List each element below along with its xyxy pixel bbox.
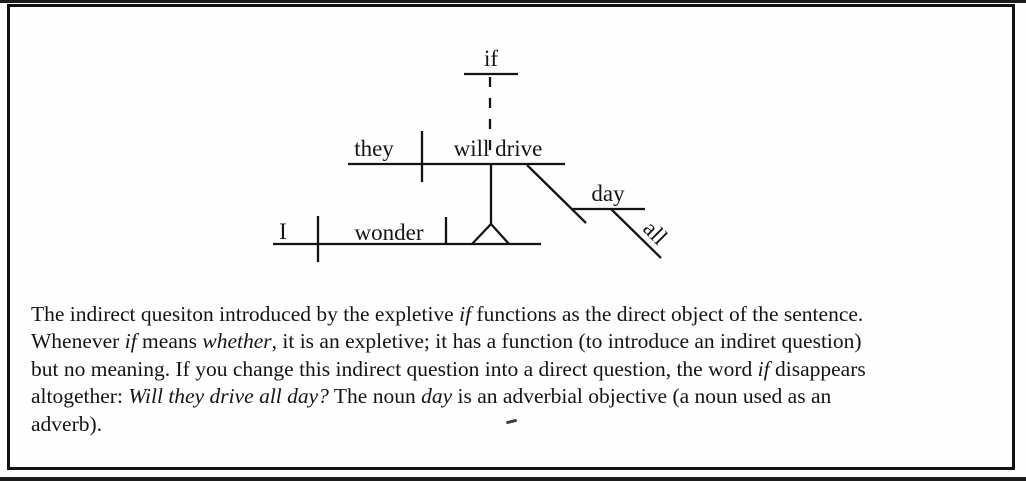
adverbial-modifier-word: all (638, 216, 672, 250)
modifier-slant-line (610, 208, 662, 259)
paragraph-line-4: altogether: Will they drive all day? The… (31, 384, 832, 409)
paragraph-line-5: adverb). (31, 411, 103, 436)
expletive-word: if (484, 46, 498, 71)
page-border-frame (7, 4, 1015, 470)
paragraph-line-3: but no meaning. If you change this indir… (31, 356, 866, 381)
subclause-subject-word: they (354, 136, 394, 161)
main-verb-word: wonder (355, 220, 424, 245)
paragraph-line-2: Whenever if means whether, it is an expl… (31, 329, 862, 354)
adverbial-diagonal (526, 164, 587, 224)
main-subject-word: I (279, 219, 287, 244)
scan-edge-top (0, 0, 1026, 3)
paragraph-line-1: The indirect quesiton introduced by the … (31, 302, 864, 326)
pedestal-triangle (471, 223, 510, 245)
explanation-paragraph: The indirect quesiton introduced by the … (31, 301, 1006, 438)
adverbial-noun-word: day (591, 181, 625, 206)
sentence-diagram: if they will drive day all I wonder (273, 46, 672, 262)
subclause-verb-word: will drive (454, 136, 543, 161)
scan-edge-bottom (0, 477, 1026, 481)
